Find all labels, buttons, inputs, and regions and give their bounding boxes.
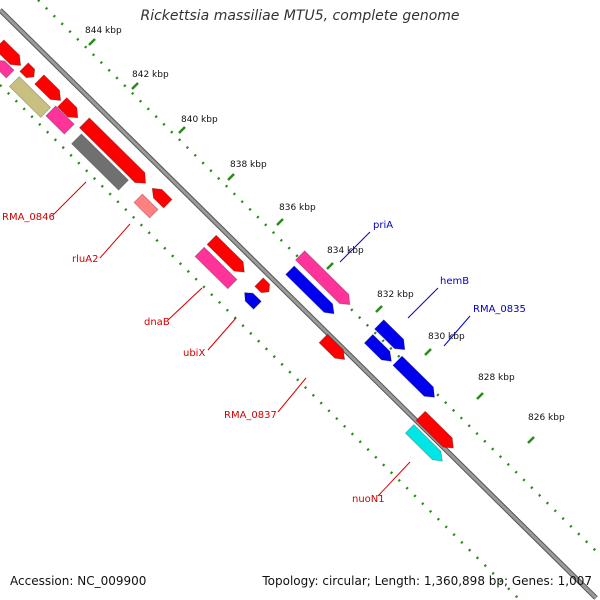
- major-tick-mark: [326, 262, 334, 270]
- scale-label: 840 kbp: [181, 115, 218, 125]
- gene-feature: [45, 105, 75, 135]
- gene-feature: [19, 62, 36, 79]
- major-tick-mark: [88, 38, 96, 46]
- gene-label: ubiX: [183, 348, 205, 359]
- major-tick-mark: [131, 82, 139, 90]
- gene-feature: [8, 76, 52, 118]
- gene-feature: [34, 74, 62, 101]
- scale-label: 826 kbp: [528, 413, 565, 423]
- gene-label: rluA2: [72, 254, 98, 265]
- gene-feature: [71, 133, 129, 191]
- gene-feature: [392, 355, 435, 398]
- gene-label-leader: [167, 287, 203, 321]
- gene-feature: [78, 117, 147, 184]
- major-tick-mark: [227, 173, 235, 181]
- inner-tick-ring: [0, 84, 521, 600]
- gene-label: priA: [373, 220, 393, 231]
- gene-label-leader: [277, 377, 307, 413]
- genome-backbone: [0, 8, 598, 600]
- gene-label: RMA_0835: [473, 304, 526, 315]
- gene-feature: [363, 333, 392, 362]
- gene-feature: [254, 277, 271, 294]
- gene-label: nuoN1: [352, 494, 385, 505]
- scale-label: 836 kbp: [279, 203, 316, 213]
- scale-label: 844 kbp: [85, 26, 122, 36]
- map-title: Rickettsia massiliae MTU5, complete geno…: [140, 8, 460, 24]
- scale-label: 830 kbp: [428, 332, 465, 342]
- gene-label: RMA_0846: [2, 212, 55, 223]
- gene-feature: [206, 234, 245, 273]
- gene-label-leader: [207, 317, 237, 351]
- gene-feature: [374, 319, 406, 351]
- scale-label: 832 kbp: [377, 290, 414, 300]
- gene-label-leader: [51, 181, 87, 217]
- major-tick-mark: [375, 305, 383, 313]
- gene-label-leader: [339, 231, 371, 263]
- gene-feature: [151, 187, 173, 209]
- major-tick-mark: [276, 218, 284, 226]
- gene-feature: [133, 193, 159, 219]
- gene-feature: [0, 39, 22, 66]
- gene-feature: [285, 265, 335, 315]
- scale-label: 838 kbp: [230, 160, 267, 170]
- scale-labels: 844 kbp 842 kbp 840 kbp 838 kbp 836 kbp 834 k…: [85, 26, 565, 423]
- gene-feature: [0, 59, 15, 79]
- gene-feature: [294, 250, 351, 306]
- scale-label: 842 kbp: [132, 70, 169, 80]
- gene-features: [0, 39, 454, 462]
- major-tick-mark: [178, 126, 186, 134]
- major-tick-mark: [527, 436, 535, 444]
- scale-label: 834 kbp: [327, 246, 364, 256]
- major-tick-mark: [476, 392, 484, 400]
- gene-feature: [57, 97, 79, 119]
- gene-label: hemB: [440, 276, 469, 287]
- accession-text: Accession: NC_009900: [10, 574, 147, 588]
- topology-text: Topology: circular; Length: 1,360,898 bp…: [262, 574, 592, 588]
- major-tick-mark: [424, 348, 432, 356]
- gene-feature: [318, 333, 346, 361]
- gene-feature: [415, 410, 454, 449]
- gene-labels: RMA_0846 rluA2 dnaB ubiX RMA_0837 nuoN1 priA he…: [2, 181, 526, 505]
- gene-label-leader: [377, 461, 411, 497]
- gene-feature: [194, 246, 238, 290]
- scale-label: 828 kbp: [478, 373, 515, 383]
- gene-label: dnaB: [144, 317, 170, 328]
- gene-label: RMA_0837: [224, 410, 277, 421]
- gene-label-leader: [99, 223, 131, 259]
- gene-feature: [404, 424, 443, 462]
- gene-feature: [244, 292, 262, 310]
- gene-label-leader: [407, 287, 439, 319]
- gene-label-leader: [443, 315, 471, 347]
